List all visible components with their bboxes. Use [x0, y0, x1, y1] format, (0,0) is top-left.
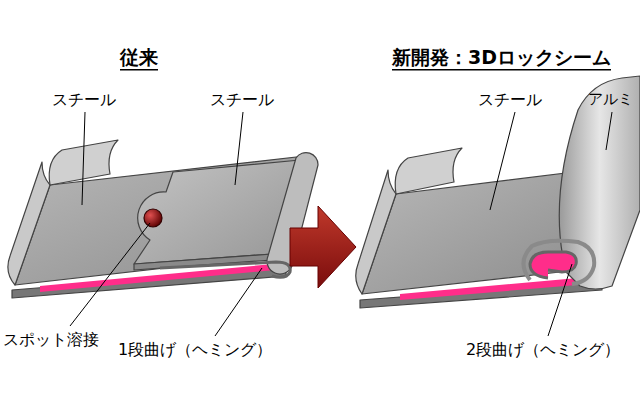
part-label: スチール — [52, 90, 116, 109]
callout-label: 1段曲げ（ヘミング） — [118, 340, 272, 359]
transition-arrow — [290, 206, 356, 288]
callout-label: スポット溶接 — [3, 330, 99, 349]
part-label: スチール — [210, 90, 274, 109]
conventional-joint — [8, 140, 318, 298]
leader-lines — [70, 112, 612, 336]
callout-label: 2段曲げ（ヘミング） — [466, 340, 620, 359]
section-title: 従来 — [120, 46, 158, 69]
part-label: アルミ — [588, 90, 633, 108]
title-underlines — [120, 69, 611, 71]
lock-seam-joint — [356, 76, 640, 308]
section-title: 新開発：3Dロックシーム — [392, 46, 611, 69]
part-label: スチール — [478, 90, 542, 109]
